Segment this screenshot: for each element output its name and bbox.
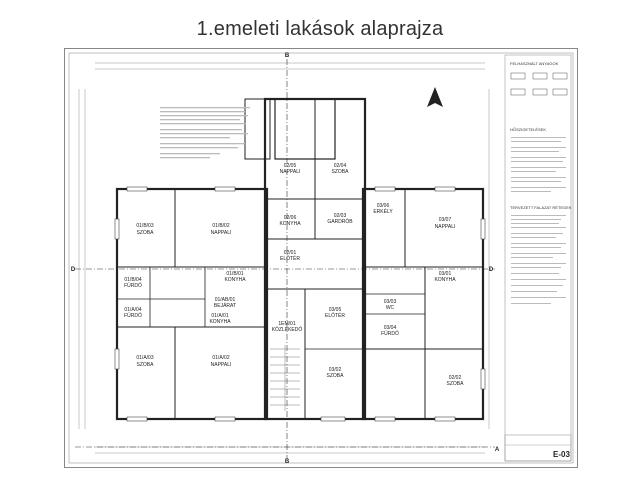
room-name: ELŐTÉR: [325, 312, 345, 319]
room-name: WC: [386, 305, 395, 311]
room-name: ERKÉLY: [373, 208, 393, 215]
room-id: 03/07: [439, 217, 452, 223]
room-name: NAPPALI: [435, 224, 456, 230]
grid-label-a-right: A: [495, 447, 500, 453]
room-name: KONYHA: [279, 221, 301, 227]
room-name: KONYHA: [224, 277, 246, 283]
room-id: 01/B/03: [136, 223, 153, 229]
room-name: FÜRDŐ: [124, 312, 142, 319]
room-name: SZOBA: [137, 362, 155, 368]
room-id: 03/03: [384, 299, 397, 305]
floor-plan-sheet: D D B B A: [64, 48, 578, 468]
room-id: 03/01: [439, 271, 452, 277]
room-name: NAPPALI: [280, 169, 301, 175]
room-id: 01/B/04: [124, 277, 141, 283]
grid-label-d-left: D: [71, 267, 76, 273]
walls: [115, 97, 485, 421]
room-name: BEJÁRAT: [214, 302, 236, 309]
room-name: GARDRÓB: [327, 218, 353, 225]
room-name: SZOBA: [447, 381, 465, 387]
room-id: 02/02: [449, 375, 462, 381]
room-name: KONYHA: [434, 277, 456, 283]
legend-title: FELHASZNÁLT ANYAGOK: [510, 61, 559, 66]
room-name: FÜRDŐ: [124, 282, 142, 289]
room-id: 01/A/03: [136, 355, 153, 361]
room-id: 01/A/02: [212, 355, 229, 361]
sheet-code: E-03: [553, 450, 570, 459]
room-name: SZOBA: [332, 169, 350, 175]
room-id: 01/B/02: [212, 223, 229, 229]
legend-section-insulation: HŐSZIGETELÉSEK: [510, 127, 546, 132]
room-id: 03/04: [384, 325, 397, 331]
grid-label-d-right: D: [489, 267, 494, 273]
room-id: 02/01: [284, 250, 297, 256]
room-name: KONYHA: [209, 319, 231, 325]
room-name: KÖZLEKEDŐ: [272, 326, 303, 333]
legend-section-walls: TERVEZETT FALAZAT RÉTEGEK: [510, 205, 572, 210]
room-id: 1EM/01: [278, 321, 295, 327]
room-id: 01/A/04: [124, 307, 141, 313]
room-name: SZOBA: [327, 373, 345, 379]
room-name: FÜRDŐ: [381, 330, 399, 337]
room-id: 01/AB/01: [215, 297, 236, 303]
room-id: 01/A/01: [211, 313, 228, 319]
room-id: 02/05: [284, 163, 297, 169]
general-notes: [160, 107, 250, 159]
room-name: SZOBA: [137, 230, 155, 236]
room-name: ELŐTÉR: [280, 255, 300, 262]
staircase: [270, 345, 300, 411]
room-id: 02/04: [334, 163, 347, 169]
grid-label-b-top: B: [285, 53, 290, 59]
floor-plan-drawing: D D B B A: [68, 52, 574, 465]
room-name: NAPPALI: [211, 230, 232, 236]
room-id: 02/06: [284, 215, 297, 221]
grid-label-b-bottom: B: [285, 459, 290, 465]
windows: [114, 186, 486, 422]
legend-panel: FELHASZNÁLT ANYAGOK HŐSZIGETELÉSEK TERVE…: [504, 54, 572, 462]
north-arrow: [427, 87, 443, 107]
room-id: 03/06: [377, 203, 390, 209]
room-id: 02/03: [334, 213, 347, 219]
room-name: NAPPALI: [211, 362, 232, 368]
room-id: 03/02: [329, 367, 342, 373]
room-labels: 01/B/03 SZOBA 01/B/02 NAPPALI 01/B/04 FÜ…: [124, 163, 464, 387]
room-id: 03/05: [329, 307, 342, 313]
page-title: 1.emeleti lakások alaprajza: [196, 18, 444, 40]
room-id: 01/B/01: [226, 271, 243, 277]
